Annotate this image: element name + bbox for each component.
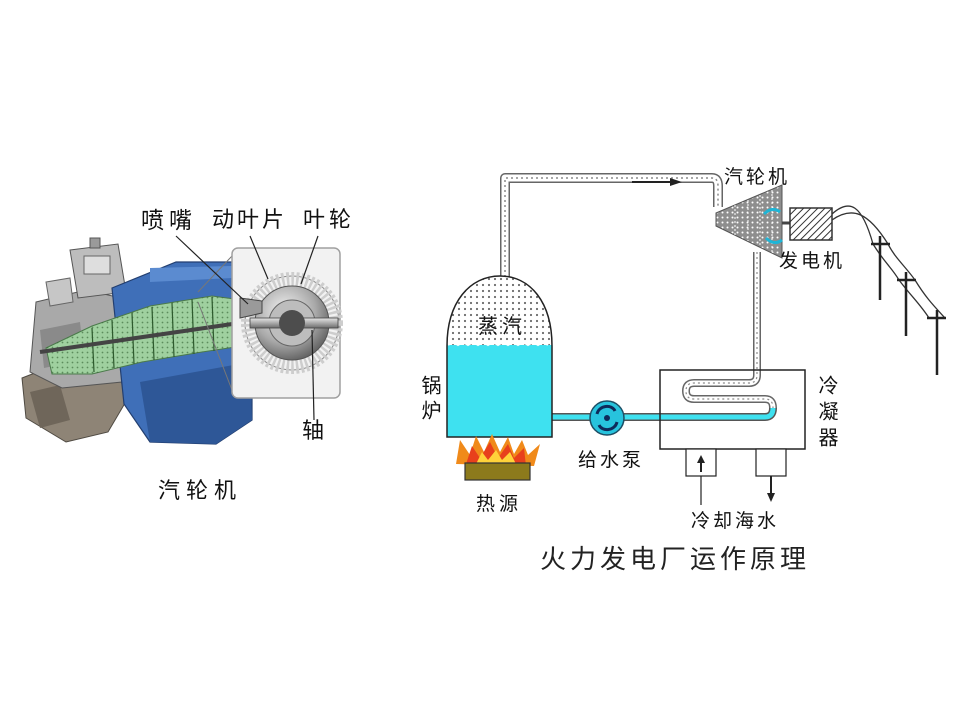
label-heat-source: 热源 — [476, 493, 523, 515]
caption-power-plant-principle: 火力发电厂运作原理 — [540, 545, 811, 575]
label-turbine: 汽轮机 — [724, 166, 791, 188]
label-generator: 发电机 — [779, 250, 846, 272]
turbine-cutaway — [21, 237, 253, 445]
leader-lines — [175, 235, 319, 421]
rotation-arrows — [762, 207, 783, 245]
label-boiler: 锅炉 — [418, 375, 442, 425]
boiler — [446, 275, 553, 438]
label-feed-pump: 给水泵 — [578, 449, 645, 471]
steam-pipe — [500, 173, 723, 282]
label-cooling-seawater: 冷却海水 — [691, 510, 780, 532]
heat-source-box — [464, 462, 531, 481]
nozzle — [239, 297, 263, 319]
utility-poles — [871, 236, 946, 375]
flames — [456, 434, 540, 466]
caption-turbine: 汽轮机 — [158, 479, 243, 504]
label-moving-blade: 动叶片 — [212, 208, 288, 233]
label-shaft: 轴 — [302, 419, 325, 444]
feed-pump — [589, 400, 625, 436]
turbine-cone — [715, 184, 783, 259]
condenser — [659, 369, 806, 450]
feed-water-pipe — [552, 407, 777, 421]
power-lines — [831, 205, 946, 319]
inset-connector-lines — [197, 255, 233, 391]
label-condenser: 冷凝器 — [815, 375, 839, 453]
generator — [789, 207, 833, 241]
cooling-water-outlet — [755, 448, 787, 502]
label-impeller: 叶轮 — [303, 208, 356, 233]
exhaust-steam-pipe — [682, 252, 777, 409]
label-nozzle: 喷嘴 — [141, 208, 197, 234]
hub — [279, 310, 305, 336]
label-steam: 蒸汽 — [478, 314, 526, 338]
flow-arrow — [632, 178, 682, 186]
cooling-water-inlet — [685, 448, 717, 505]
